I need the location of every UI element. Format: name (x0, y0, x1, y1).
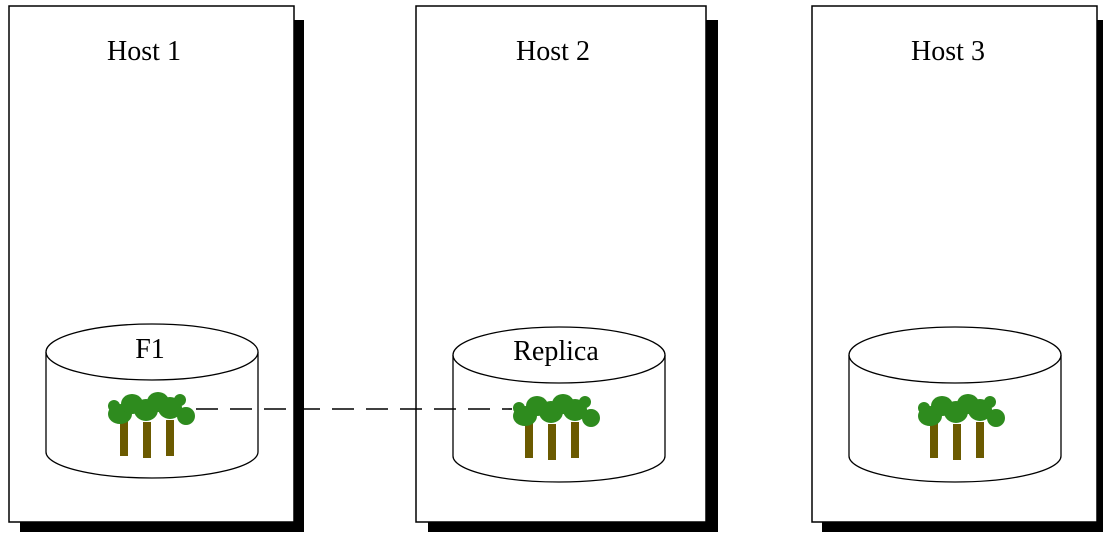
host-3: Host 3 (811, 5, 1103, 532)
host-3-title: Host 3 (911, 36, 985, 67)
disk-label: Replica (513, 336, 599, 367)
host-2-disk: Replica (452, 326, 666, 483)
disk-top (45, 323, 259, 381)
host-1-disk: F1 (45, 323, 259, 479)
disk-top (452, 326, 666, 384)
tree-cluster-icon (108, 392, 195, 458)
host-2-title: Host 2 (516, 36, 590, 67)
tree-cluster-icon (513, 394, 600, 460)
tree-cluster-icon (918, 394, 1005, 460)
host-2: Host 2 Replica (415, 5, 718, 532)
disk-label: F1 (135, 334, 165, 365)
host-1: Host 1 F1 (8, 5, 304, 532)
host-1-title: Host 1 (107, 36, 181, 67)
host-3-disk (848, 326, 1062, 483)
disk-top (848, 326, 1062, 384)
